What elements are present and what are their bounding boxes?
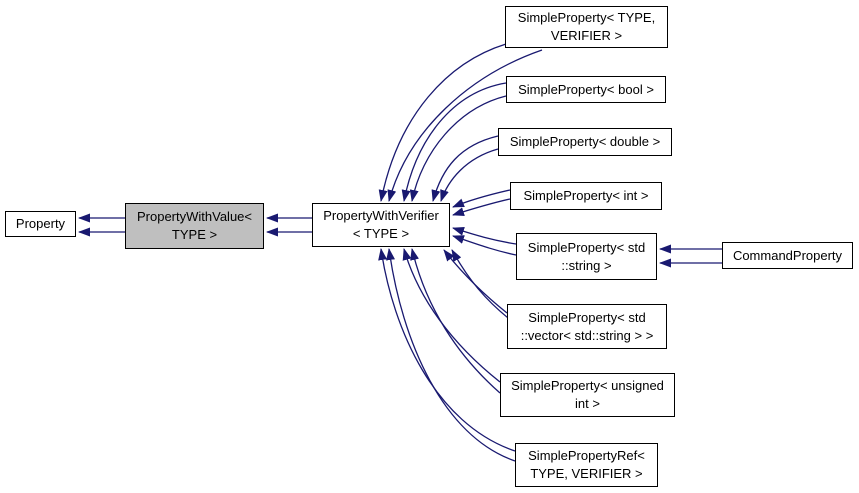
node-simpleproperty-std-string[interactable]: SimpleProperty< std ::string > <box>516 233 657 280</box>
edge-sp-double-pwverifier-2 <box>440 148 499 202</box>
node-commandproperty[interactable]: CommandProperty <box>722 242 853 269</box>
edge-sp-bool-pwverifier-1 <box>401 82 507 202</box>
edge-sp-type-verifier-pwverifier-1 <box>378 43 507 202</box>
node-property[interactable]: Property <box>5 211 76 237</box>
edge-sp-type-verifier-pwverifier-2 <box>387 49 543 202</box>
edge-sp-vector-pwverifier-1 <box>443 249 508 314</box>
edge-sp-int-pwverifier-1 <box>452 189 511 208</box>
edge-sp-int-pwverifier-2 <box>452 198 511 216</box>
edge-sp-double-pwverifier-1 <box>431 135 499 202</box>
node-simpleproperty-std-vector[interactable]: SimpleProperty< std ::vector< std::strin… <box>507 304 667 349</box>
edge-sp-ref-pwverifier-2 <box>386 248 516 462</box>
edge-sp-bool-pwverifier-2 <box>409 95 507 202</box>
edge-sp-string-pwverifier-2 <box>452 235 517 256</box>
node-simpleproperty-int[interactable]: SimpleProperty< int > <box>510 182 662 210</box>
node-property-with-verifier[interactable]: PropertyWithVerifier < TYPE > <box>312 203 450 247</box>
node-simpleproperty-type-verifier[interactable]: SimpleProperty< TYPE, VERIFIER > <box>505 6 668 48</box>
node-simplepropertyref[interactable]: SimplePropertyRef< TYPE, VERIFIER > <box>515 443 658 487</box>
edge-sp-ref-pwverifier-1 <box>378 248 516 452</box>
node-property-with-value: PropertyWithValue< TYPE > <box>125 203 264 249</box>
node-simpleproperty-double[interactable]: SimpleProperty< double > <box>498 128 672 156</box>
node-simpleproperty-unsigned-int[interactable]: SimpleProperty< unsigned int > <box>500 373 675 417</box>
edge-sp-unsigned-pwverifier-2 <box>410 248 501 394</box>
edge-sp-string-pwverifier-1 <box>452 227 517 245</box>
node-simpleproperty-bool[interactable]: SimpleProperty< bool > <box>506 76 666 103</box>
edge-sp-vector-pwverifier-2 <box>451 249 514 323</box>
